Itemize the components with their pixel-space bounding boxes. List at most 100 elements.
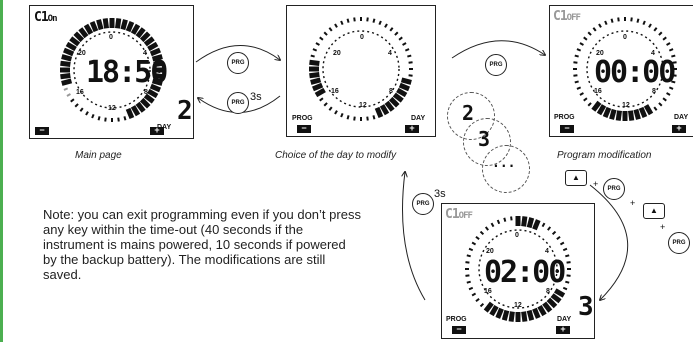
dial-segment <box>102 18 109 29</box>
prg-button[interactable]: PRG <box>668 232 690 254</box>
dial-segment <box>117 117 120 122</box>
dial-segment <box>372 115 376 120</box>
lcd-program: C1OFF 00:00 20 0 4 16 8 12 PROG DAY − + <box>549 5 693 137</box>
dial-8: 8 <box>546 288 550 295</box>
dial-segment <box>598 23 602 28</box>
dial-segment <box>97 116 101 121</box>
dial-segment <box>610 18 614 23</box>
dial-segment <box>135 27 146 39</box>
prg-button-hold[interactable]: PRG <box>227 92 249 114</box>
dial-segment <box>468 247 474 252</box>
dial-segment <box>574 80 579 84</box>
dial-segment <box>372 18 376 23</box>
dial-segment <box>74 103 79 108</box>
plus-key[interactable]: + <box>672 123 686 133</box>
prg-button[interactable]: PRG <box>485 54 507 76</box>
prg-button[interactable]: PRG <box>603 178 625 200</box>
plus-key[interactable]: + <box>405 123 419 133</box>
dial-inner-ring <box>322 30 400 108</box>
dial-segment <box>408 74 413 77</box>
accent-bar <box>0 0 3 342</box>
mode-label: C1OFF <box>553 9 581 24</box>
dial-segment <box>643 104 654 116</box>
dial-segment <box>323 102 328 107</box>
dial-segment <box>559 241 565 246</box>
dial-segment <box>70 98 75 103</box>
dial-segment <box>573 74 578 77</box>
caption-program: Program modification <box>557 150 652 161</box>
dial-segment <box>562 247 568 252</box>
dial-segment <box>366 17 369 22</box>
dial-segment <box>566 261 571 264</box>
dial-segment <box>479 302 485 308</box>
dial-segment <box>565 280 570 284</box>
dial-segment <box>475 298 480 303</box>
dial-segment <box>143 36 155 47</box>
minus-key[interactable]: − <box>35 125 49 135</box>
dial-segment <box>553 288 566 298</box>
dial-segment <box>312 82 324 92</box>
dial-segment <box>379 104 390 116</box>
dial-segment <box>153 73 164 80</box>
up-button[interactable]: ▲ <box>565 170 587 186</box>
dial-segment <box>384 23 388 28</box>
dial-segment <box>604 20 608 26</box>
dial-segment <box>630 17 633 22</box>
dial-segment <box>69 36 81 47</box>
plus-key[interactable]: + <box>556 324 570 334</box>
dial-segment <box>404 48 410 52</box>
dial-20: 20 <box>78 50 86 57</box>
dial-segment <box>135 101 146 113</box>
prog-label: PROG <box>292 115 313 122</box>
dial-8: 8 <box>652 88 656 95</box>
dial-segment <box>576 48 582 52</box>
dial-segment <box>668 86 674 90</box>
dial-segment <box>309 59 320 66</box>
dial-segment <box>542 301 553 313</box>
dial-main <box>60 18 164 122</box>
dial-segment <box>66 93 71 97</box>
dial-segment <box>151 54 163 62</box>
prog-label: PROG <box>446 316 467 323</box>
dial-16: 16 <box>331 88 339 95</box>
dial-segment <box>483 301 494 313</box>
prg-button[interactable]: PRG <box>227 52 249 74</box>
dial-16: 16 <box>484 288 492 295</box>
dial-segment <box>662 97 667 102</box>
dial-segment <box>653 27 658 32</box>
dial-segment <box>139 97 151 109</box>
dial-0: 0 <box>515 232 519 239</box>
dial-segment <box>658 31 663 36</box>
dial-segment <box>315 42 320 46</box>
dial-segment <box>521 216 528 227</box>
dial-segment <box>484 226 489 231</box>
dial-segment <box>541 222 546 228</box>
dial-segment <box>648 23 652 28</box>
dial-segment <box>63 87 69 91</box>
dial-segment <box>510 216 513 221</box>
dial-segment <box>328 106 333 111</box>
dial-segment <box>340 20 344 26</box>
dial-segment <box>565 254 570 258</box>
dial-segment <box>151 78 163 86</box>
dial-segment <box>587 31 592 36</box>
minus-key[interactable]: − <box>452 324 466 334</box>
minus-key[interactable]: − <box>560 123 574 133</box>
dial-segment <box>468 286 474 291</box>
dial-segment <box>125 107 135 119</box>
plus-sign: + <box>630 198 636 208</box>
dial-segment <box>120 19 128 31</box>
dial-segment <box>147 88 159 99</box>
dial-segment <box>671 54 676 58</box>
plus-sign: + <box>660 222 666 232</box>
dial-16: 16 <box>76 89 84 96</box>
up-button[interactable]: ▲ <box>643 203 665 219</box>
plus-key[interactable]: + <box>150 125 164 135</box>
dial-20: 20 <box>486 248 494 255</box>
minus-key[interactable]: − <box>297 123 311 133</box>
dial-segment <box>583 36 588 41</box>
prg-button-hold[interactable]: PRG <box>412 193 434 215</box>
arrow-choice-to-program <box>451 40 545 59</box>
dial-segment <box>475 235 480 240</box>
dial-inner-ring <box>586 30 664 108</box>
